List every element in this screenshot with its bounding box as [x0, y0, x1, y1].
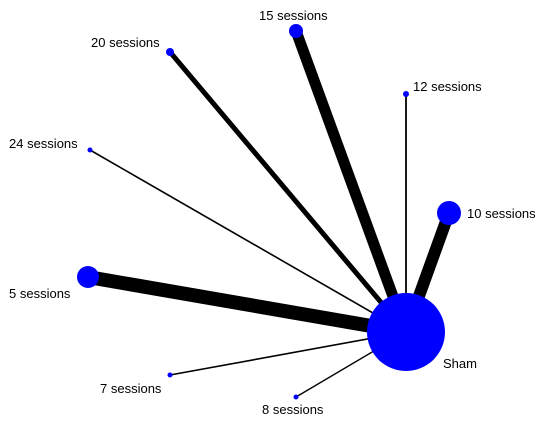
- node-s5: [77, 266, 99, 288]
- label-sham: Sham: [443, 356, 477, 371]
- node-s20: [166, 48, 174, 56]
- node-s12: [403, 91, 409, 97]
- edge-sham-s7: [169, 331, 407, 376]
- edge-sham-s5: [86, 270, 408, 339]
- node-s7: [167, 372, 173, 378]
- edges-layer: [86, 29, 455, 398]
- label-s5: 5 sessions: [9, 286, 71, 301]
- node-s8: [293, 394, 299, 400]
- label-s20: 20 sessions: [91, 35, 160, 50]
- edge-sham-s24: [89, 149, 407, 333]
- labels-layer: Sham 5 sessions 7 sessions 8 sessions 10…: [9, 8, 536, 417]
- label-s24: 24 sessions: [9, 136, 78, 151]
- nodes-layer: [77, 24, 461, 400]
- edge-sham-s20: [168, 50, 408, 334]
- node-sham: [367, 293, 445, 371]
- label-s12: 12 sessions: [413, 79, 482, 94]
- label-s8: 8 sessions: [262, 402, 324, 417]
- node-s24: [87, 147, 93, 153]
- label-s10: 10 sessions: [467, 206, 536, 221]
- node-s15: [289, 24, 303, 38]
- label-s15: 15 sessions: [259, 8, 328, 23]
- label-s7: 7 sessions: [100, 381, 162, 396]
- edge-sham-s15: [290, 29, 412, 334]
- node-s10: [437, 201, 461, 225]
